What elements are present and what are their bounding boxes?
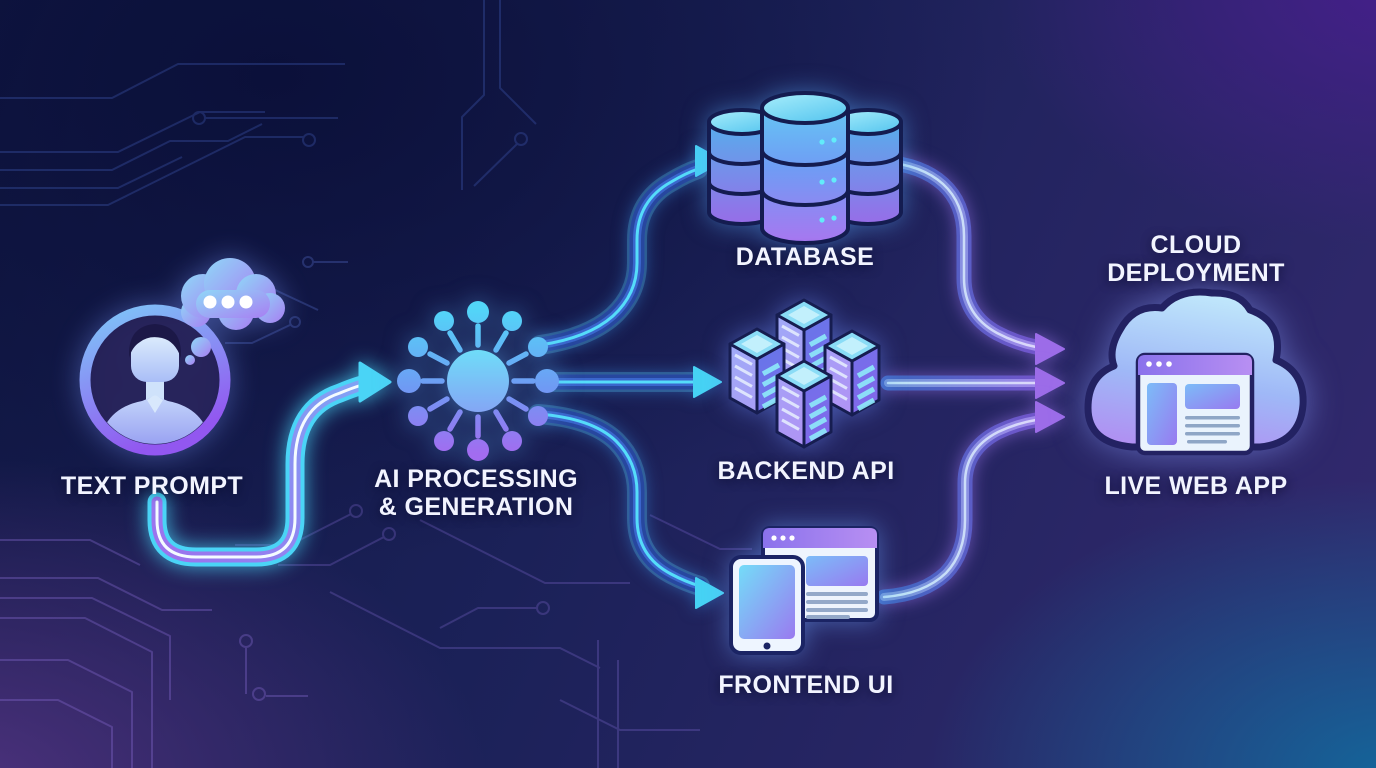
- label-ai-processing-line1: AI PROCESSING: [374, 465, 578, 493]
- arrow-ai-to-database: [530, 145, 724, 355]
- tablet: [729, 555, 805, 655]
- label-backend-api: BACKEND API: [717, 457, 895, 485]
- server-tower: [823, 329, 881, 417]
- db-stack-right: [833, 108, 903, 226]
- label-cloud-deployment-line2: DEPLOYMENT: [1107, 259, 1285, 287]
- tablet-browser-icon: [729, 526, 879, 655]
- label-database: DATABASE: [735, 243, 875, 271]
- db-stack-main: [760, 91, 850, 245]
- arrow-ai-to-frontend: [528, 404, 724, 609]
- user-thought-bubble-icon: [79, 258, 285, 456]
- label-cloud-deployment-line1: CLOUD: [1150, 231, 1242, 259]
- arrowhead: [693, 366, 722, 398]
- thought-bubble: [181, 258, 285, 365]
- arrow-frontend-to-cloud: [876, 401, 1065, 605]
- cloud-browser-icon: [1084, 288, 1307, 456]
- arrowhead: [358, 361, 392, 403]
- database-stack-icon: [707, 91, 903, 245]
- arrowhead: [695, 577, 724, 609]
- hub-core: [447, 350, 509, 412]
- cloud-browser-window: [1135, 352, 1255, 456]
- arrow-database-to-cloud: [876, 154, 1065, 365]
- arrowhead: [1035, 333, 1065, 365]
- label-text-prompt: TEXT PROMPT: [60, 472, 244, 500]
- arrow-backend-to-cloud: [880, 367, 1065, 399]
- arrowhead: [1035, 367, 1065, 399]
- label-frontend-ui: FRONTEND UI: [718, 671, 894, 699]
- label-live-web-app: LIVE WEB APP: [1104, 472, 1288, 500]
- arrow-text-prompt-to-ai: [147, 361, 392, 567]
- server-tower: [775, 359, 833, 449]
- neural-hub-icon: [397, 301, 559, 461]
- circuit-traces-bottom-left: [0, 539, 308, 768]
- circuit-traces-top-left: [0, 0, 537, 206]
- home-button: [763, 642, 771, 650]
- circuit-traces-bottom-center: [235, 504, 752, 768]
- arrowhead: [1035, 401, 1065, 433]
- arrow-ai-to-backend: [542, 366, 722, 398]
- label-ai-processing-line2: & GENERATION: [378, 493, 574, 521]
- server-cluster-icon: [728, 298, 881, 449]
